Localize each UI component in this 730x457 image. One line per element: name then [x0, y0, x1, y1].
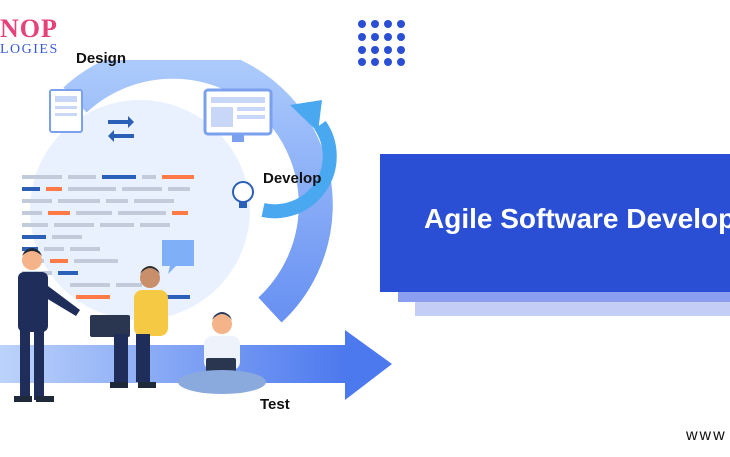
test-arrow-shaft: [0, 345, 345, 383]
develop-return-arrow: [261, 121, 337, 219]
banner-shadow-outer: [415, 302, 730, 316]
cycle-inner-disk: [30, 100, 250, 320]
test-arrow-head: [345, 330, 392, 400]
exchange-arrows: [108, 116, 134, 128]
website-url: www: [686, 427, 727, 444]
dot-grid-decoration: [358, 20, 405, 66]
company-logo-wordmark: NOP: [0, 14, 58, 43]
stage-label-test: Test: [260, 396, 290, 413]
stage-label-design: Design: [76, 50, 127, 67]
agile-cycle-illustration: [0, 60, 392, 402]
person-sitting-laptop: [90, 266, 168, 388]
stage-label-develop: Develop: [263, 170, 322, 187]
develop-arrow-head: [290, 100, 322, 132]
banner-title: Agile Software Develop: [424, 203, 730, 234]
chat-bubble: [162, 240, 194, 266]
banner-shadow-inner: [398, 292, 730, 302]
cycle-ring: [63, 60, 333, 323]
person-standing: [14, 248, 80, 402]
person-cross-legged-laptop: [178, 312, 266, 400]
title-banner: [380, 154, 730, 292]
idea-lightbulb: [232, 181, 254, 203]
company-logo-subtitle: LOGIES: [0, 42, 59, 57]
